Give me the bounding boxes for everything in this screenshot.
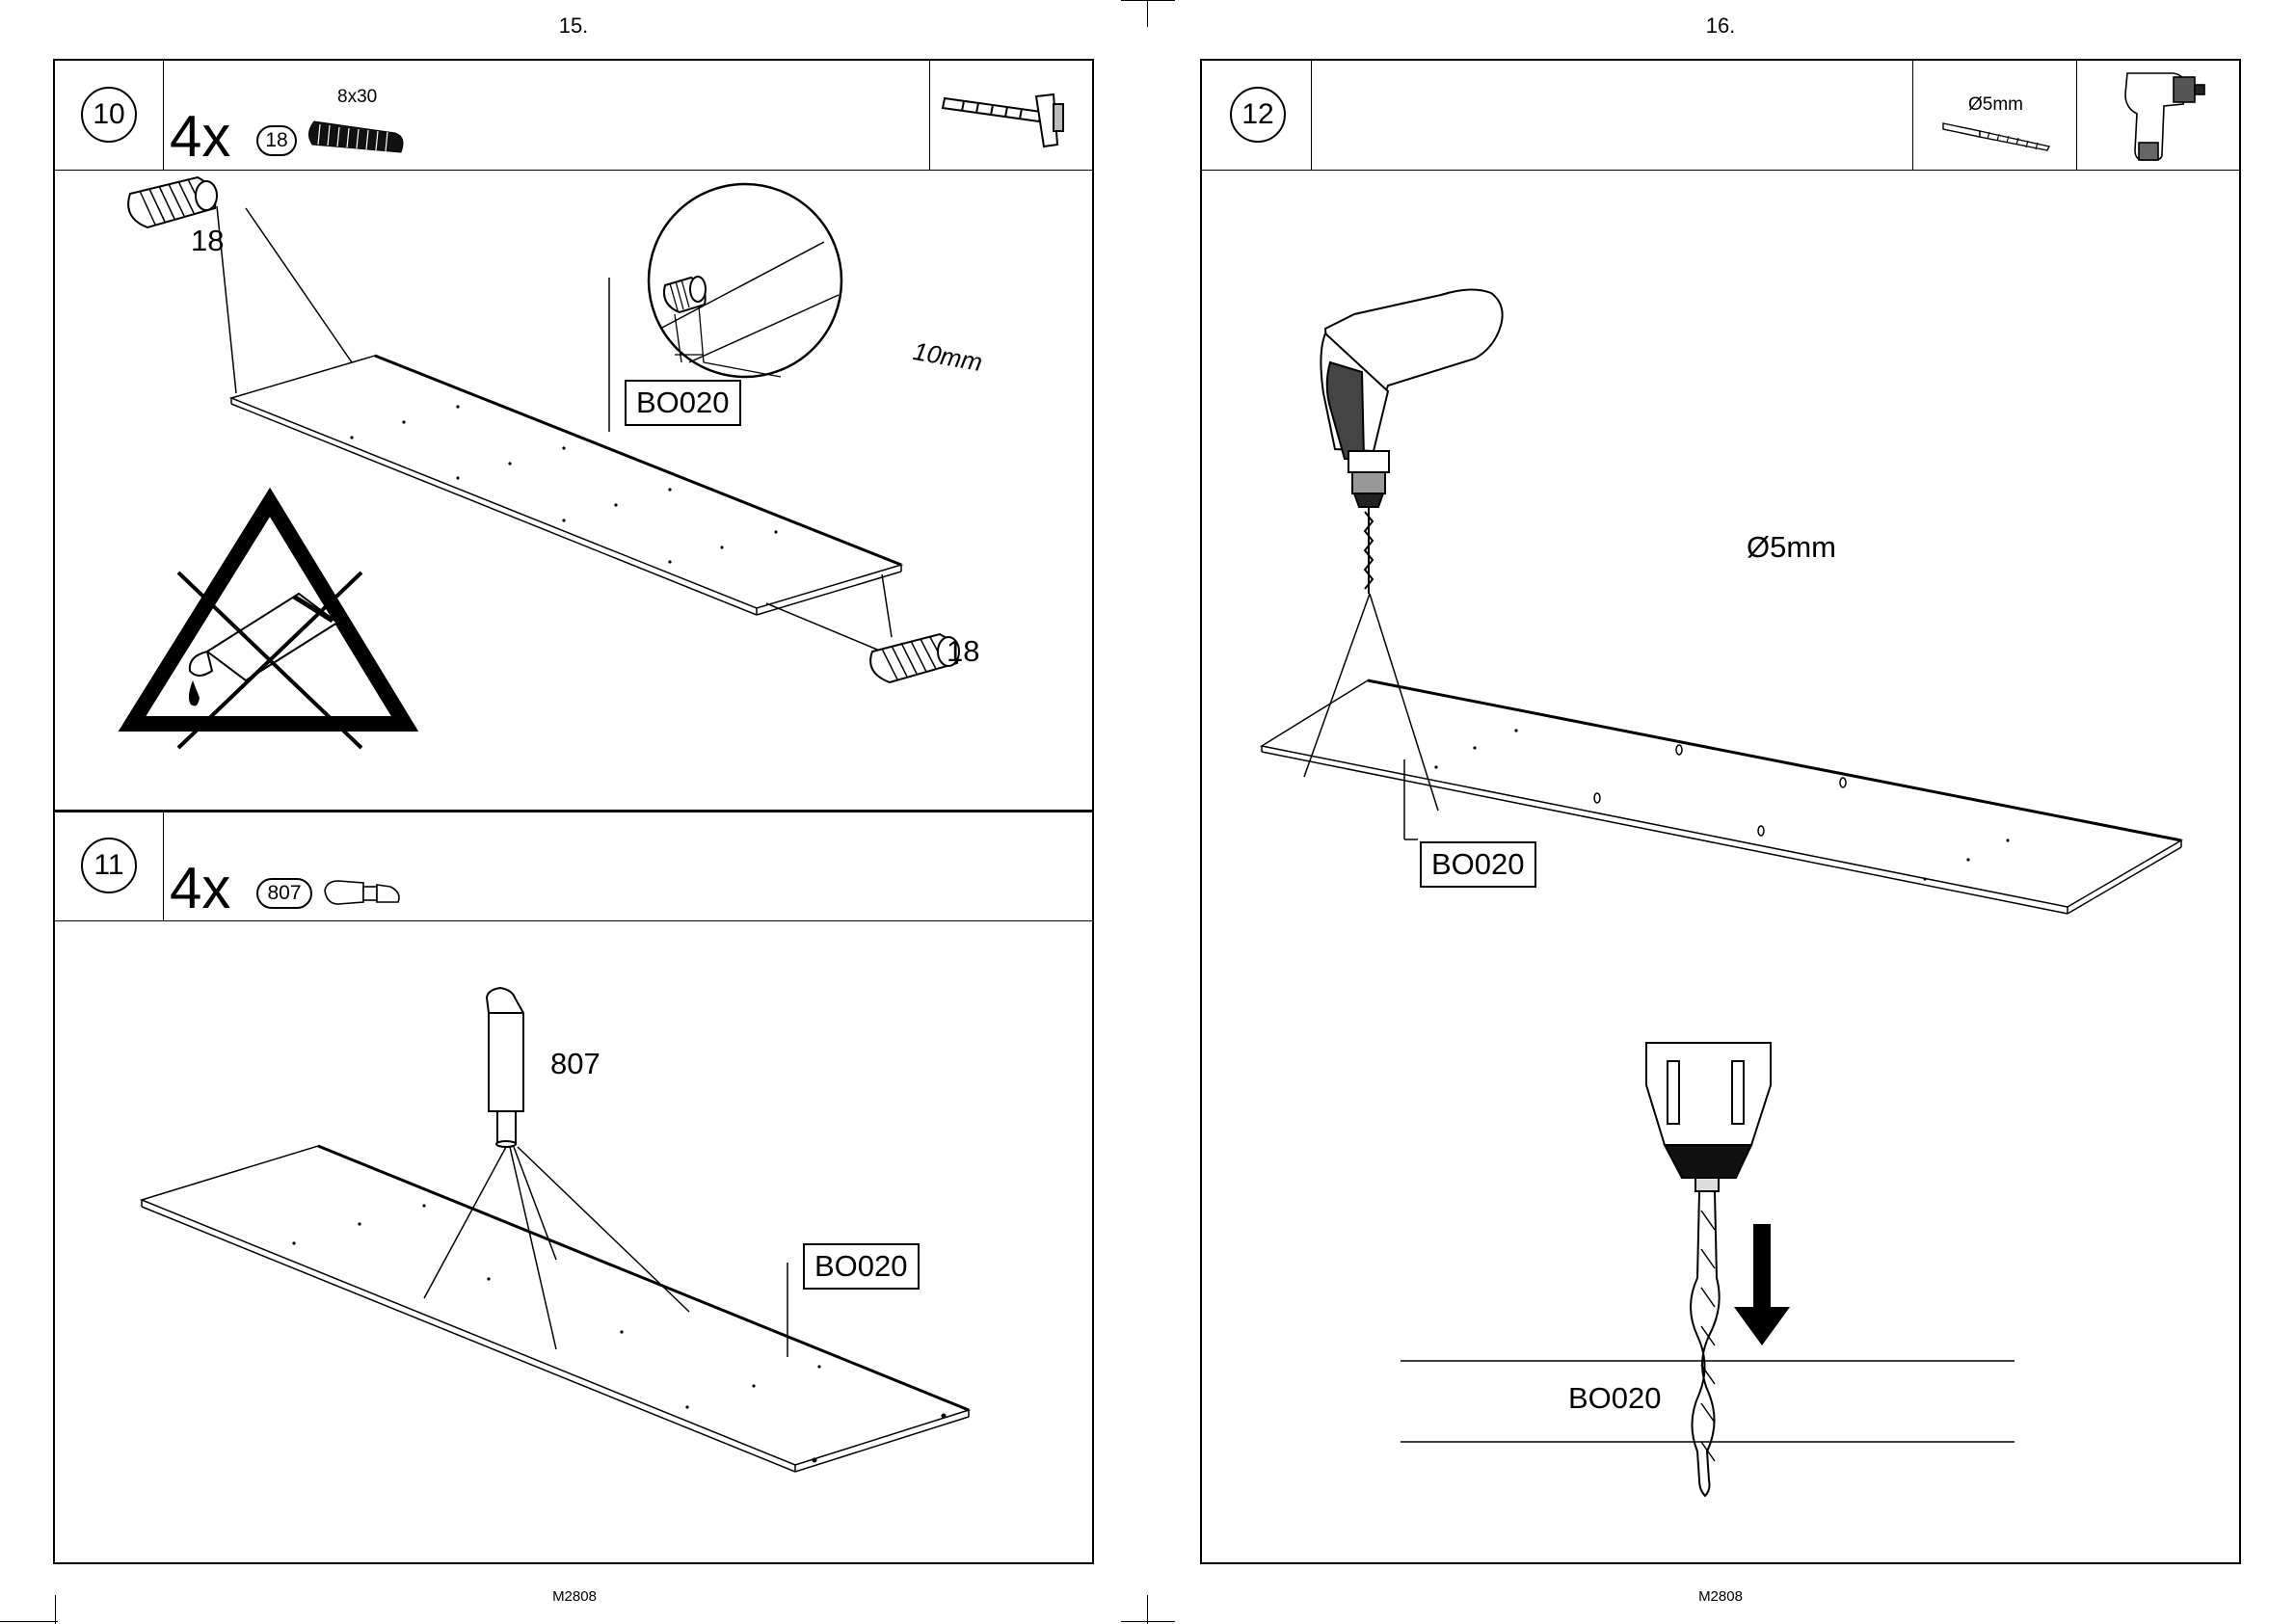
step12-panel-code-detail: BO020 (1568, 1381, 1662, 1416)
no-glue-warning (132, 502, 405, 748)
crop-mark-left-bottom (55, 1595, 56, 1624)
dowel-top-left (128, 177, 217, 227)
step10-part-number: 18 (256, 125, 297, 156)
down-arrow-icon (1734, 1224, 1790, 1345)
step10-number: 10 (81, 87, 137, 143)
step10-tool-cell-divider (929, 59, 930, 170)
step10-dowel-label-b: 18 (947, 634, 979, 669)
step12-panel-code-top: BO020 (1420, 841, 1536, 888)
crop-mark-top (1147, 0, 1148, 27)
step11-part-label: 807 (550, 1047, 600, 1081)
dowel-part-icon (307, 116, 408, 159)
footer-code-left: M2808 (517, 1588, 632, 1605)
step11-illustration (53, 920, 1094, 1564)
drill-chuck-detail (1646, 1043, 1771, 1191)
cam-pin-part-icon (321, 875, 408, 914)
step11-part-number: 807 (256, 878, 312, 909)
step12-illustration (1200, 170, 2241, 1564)
step10-part-size: 8x30 (337, 87, 377, 108)
page-number-right: 16. (1672, 13, 1769, 39)
crop-mark-top-h (1121, 0, 1175, 1)
step10-illustration (53, 170, 1094, 811)
step10-number-cell-divider (163, 59, 164, 170)
cam-pin-807 (487, 988, 523, 1147)
crop-mark-left-bottom-h (0, 1621, 58, 1622)
step12-drill-cell-divider (2076, 59, 2077, 170)
hammer-icon (940, 87, 1084, 154)
drill-bit-icon (1941, 118, 2052, 152)
crop-mark-bottom-h (1121, 1621, 1175, 1622)
step11-number-cell-divider (163, 810, 164, 920)
step12-number: 12 (1230, 87, 1286, 143)
step11-number: 11 (81, 838, 137, 893)
step11-panel-code: BO020 (803, 1243, 920, 1290)
step10-quantity: 4x (170, 108, 230, 166)
step12-bit-size-label: Ø5mm (1747, 530, 1836, 565)
cordless-drill-icon (2116, 66, 2212, 164)
step12-bit-size-header: Ø5mm (1968, 94, 2023, 116)
footer-code-right: M2808 (1663, 1588, 1778, 1605)
crop-mark-bottom (1147, 1595, 1148, 1624)
step10-dowel-label-a: 18 (191, 224, 224, 258)
step11-quantity: 4x (170, 860, 230, 918)
dowel-depth-detail (649, 184, 841, 377)
step12-number-cell-divider (1311, 59, 1312, 170)
step10-panel-code: BO020 (625, 380, 741, 426)
drill-tool (1321, 289, 1502, 507)
step11-top-divider (53, 810, 1094, 812)
step12-bit-cell-divider (1912, 59, 1913, 170)
page-number-left: 15. (525, 13, 622, 39)
